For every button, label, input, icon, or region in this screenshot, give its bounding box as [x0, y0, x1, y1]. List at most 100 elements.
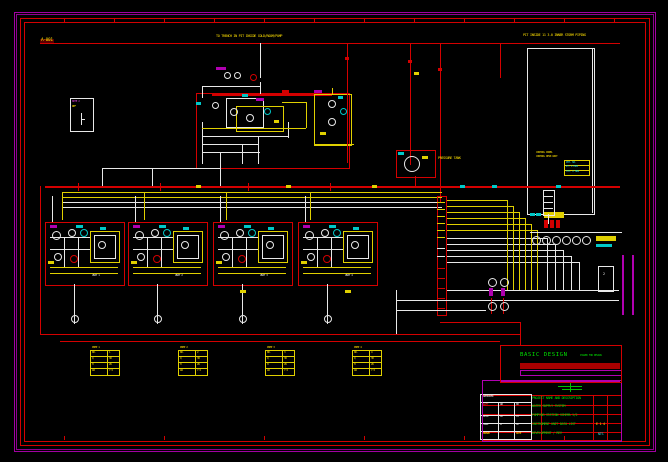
equipment-module[interactable]: UNIT 4 [298, 222, 378, 286]
connector [102, 168, 103, 186]
connector [220, 152, 221, 186]
valve-symbol [500, 278, 509, 287]
pressure-tank-group[interactable]: PRESSURE TANK [396, 150, 461, 196]
legend-box[interactable]: PUMP 4 NO. Q H kW 4 30 26 7.5 [352, 346, 382, 376]
connector [220, 196, 221, 222]
pump-symbol [52, 231, 61, 240]
module-inner-frame [343, 231, 373, 263]
motor-symbol [572, 236, 581, 245]
legend-cell: NO. [92, 351, 96, 354]
equipment-module[interactable]: UNIT 2 [128, 222, 208, 286]
control-panel-row: PT. 1 MIN [566, 165, 578, 168]
valve-symbol [238, 255, 246, 263]
control-panel-row: TOT. 2 MIN [566, 170, 579, 173]
module-inner-frame [173, 231, 203, 263]
tag-marker [301, 261, 307, 264]
header-center-drop [260, 43, 261, 78]
terminal-strip[interactable] [437, 196, 447, 316]
valve-symbol [54, 253, 62, 261]
legend-box[interactable]: PUMP 2 NO. Q H kW 2 30 26 7.5 [178, 346, 208, 376]
tag-marker [329, 225, 336, 228]
feeder-drop [62, 192, 63, 220]
riser [440, 43, 441, 203]
revision-cell: 00 [516, 403, 519, 406]
tag-marker [50, 225, 57, 228]
node-marker [408, 60, 412, 63]
border-tick-strip-top [24, 18, 644, 22]
drain-symbol [324, 315, 332, 323]
valve-symbol [70, 255, 78, 263]
module-tag: UNIT 4 [345, 274, 353, 277]
legend-title: PUMP 1 [92, 346, 100, 349]
module-inner-frame [90, 231, 120, 263]
tag-marker [183, 227, 189, 230]
valve-symbol [153, 255, 161, 263]
outer-border-2 [16, 14, 654, 450]
title-block[interactable]: BASIC DESIGN ISSUED FOR DESIGN APPROVED [470, 345, 622, 441]
drain-symbol [239, 315, 247, 323]
top-process-cluster[interactable] [196, 62, 366, 169]
legend-box[interactable]: PUMP 1 NO. Q H kW 1 30 26 7.5 [90, 346, 120, 376]
tag-marker [282, 90, 289, 93]
right-edge-detail-box[interactable] [598, 266, 614, 292]
riser [347, 43, 348, 163]
legend-cell: 3 [284, 351, 286, 354]
valve-symbol [264, 108, 271, 115]
equipment-module[interactable]: UNIT 1 [45, 222, 125, 286]
top-right-subcluster[interactable] [310, 88, 370, 162]
revision-cell: ISSUE [482, 423, 489, 426]
feeder-drop [144, 192, 145, 220]
module-drop-leg [74, 284, 75, 324]
instrument-symbol [80, 229, 88, 237]
tag-marker [345, 290, 351, 293]
title-block-top-enclosure [500, 345, 622, 383]
scale-text: NTS [598, 432, 604, 436]
valve-symbol [151, 229, 159, 237]
revision-cell: EF [500, 423, 503, 426]
cable-bundle [447, 196, 622, 316]
tag-marker [274, 120, 279, 123]
outer-border [14, 12, 656, 452]
riser [500, 43, 501, 78]
corner-label: A-001 [40, 38, 54, 44]
valve-symbol [98, 241, 106, 249]
valve-symbol [181, 241, 189, 249]
status-stamp-table[interactable]: APPROVED DRAFT AB 00 CHECK CD 01 ISSUE E… [480, 394, 532, 440]
legend-cell: H [267, 363, 269, 366]
bottom-right-cluster[interactable] [486, 276, 526, 316]
equipment-module[interactable]: UNIT 3 [213, 222, 293, 286]
legend-cell: 2 [197, 351, 199, 354]
tag-marker [398, 152, 404, 155]
legend-cell: Q [180, 357, 182, 360]
legend-cell: Q [267, 357, 269, 360]
legend-cell: kW [267, 369, 270, 372]
motor-symbol [582, 236, 591, 245]
company-logo [558, 383, 586, 393]
legend-cell: Q [92, 357, 94, 360]
transformer-stack[interactable] [540, 190, 556, 224]
control-panel-note[interactable]: CONTROL PANEL CONTROL DESK UNIT POT. NO.… [536, 151, 590, 180]
tag-marker [353, 227, 359, 230]
legend-cell: 7.5 [109, 369, 113, 372]
node-marker [414, 72, 419, 75]
module-tag: UNIT 1 [92, 274, 100, 277]
connector [135, 196, 136, 222]
module-inner-frame [262, 235, 284, 259]
tag-marker [268, 227, 274, 230]
connector [102, 168, 220, 169]
valve-symbol [488, 278, 497, 287]
module-inner-frame [94, 235, 116, 259]
tag-marker [218, 225, 225, 228]
connector [305, 196, 306, 222]
legend-box[interactable]: PUMP 3 NO. Q H kW 3 30 26 7.5 [265, 346, 295, 376]
note-box[interactable]: NOTE 2 REF [70, 98, 94, 132]
connector [440, 322, 520, 323]
tag-marker [501, 288, 505, 296]
legend-cell: 26 [197, 363, 200, 366]
outer-loop-rail [40, 186, 41, 334]
module-drop-leg [157, 284, 158, 324]
valve-symbol [224, 72, 231, 79]
header-center-label: TO TRENCH IN PIT INSIDE COLD/ROOM/PUMP [216, 34, 283, 38]
connector [60, 341, 500, 342]
